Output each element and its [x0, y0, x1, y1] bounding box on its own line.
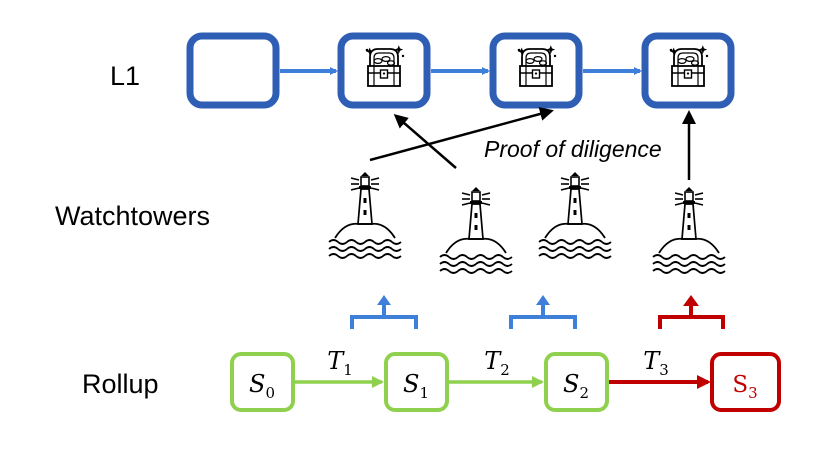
watch-bracket-arrowhead: [683, 295, 699, 306]
proof-arrow: [393, 114, 457, 169]
l1-block-0: [186, 32, 280, 109]
state-label-s2: S2: [563, 370, 589, 402]
lighthouse-icon: [439, 186, 513, 274]
row-label-rollup: Rollup: [82, 369, 159, 399]
proof-arrow: [369, 107, 554, 162]
watch-bracket-arrowhead: [377, 295, 391, 305]
watch-bracket-invalid: [658, 305, 725, 329]
state-label-s1: S1: [403, 370, 429, 402]
rollup-state-2: [544, 352, 609, 412]
transition-label-t3: T3: [643, 347, 669, 379]
row-label-l1: L1: [110, 61, 141, 91]
watch-bracket: [350, 304, 418, 329]
rollup-state-1: [384, 352, 449, 412]
watch-bracket: [509, 304, 577, 329]
lighthouse-icon: [328, 171, 402, 259]
state-label-s3: S3: [732, 372, 757, 402]
state-label-s0: S0: [249, 370, 275, 402]
rollup-state-3-invalid: [710, 352, 781, 412]
lighthouse-icon: [538, 171, 612, 259]
watch-bracket-arrowhead: [536, 295, 550, 305]
transition-label-t1: T1: [327, 347, 353, 379]
proof-of-diligence-label: Proof of diligence: [484, 136, 662, 162]
transition-label-t2: T2: [484, 347, 510, 379]
lighthouse-icon: [652, 186, 726, 274]
rollup-state-0: [230, 352, 295, 412]
row-label-watchtowers: Watchtowers: [55, 201, 211, 231]
